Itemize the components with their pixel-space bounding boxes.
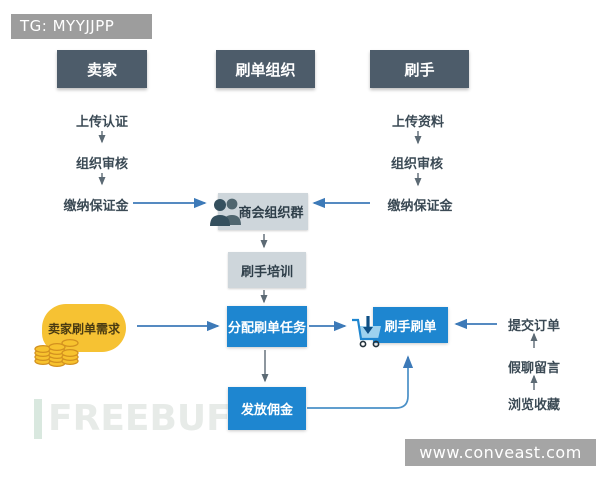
tg-watermark: TG: MYYJJPP	[11, 14, 152, 39]
node-seller: 卖家	[57, 50, 147, 88]
coins-icon	[34, 338, 79, 368]
arrow-commission-to-brushing	[307, 355, 414, 409]
order-step-submit: 提交订单	[507, 319, 561, 334]
node-pay-commission: 发放佣金	[228, 387, 306, 430]
seller-step-upload-cert: 上传认证	[75, 115, 129, 130]
node-organization: 刷单组织	[216, 50, 315, 88]
people-group-icon	[210, 198, 241, 226]
node-brushing-order: 刷手刷单	[373, 307, 448, 343]
order-step-browse-favorite: 浏览收藏	[507, 398, 561, 413]
brusher-step-deposit: 缴纳保证金	[387, 199, 453, 214]
shopping-cart-icon	[352, 316, 381, 348]
brusher-step-org-review: 组织审核	[390, 157, 444, 172]
freebuf-logo: FREEBUF	[34, 398, 231, 439]
freebuf-logo-bar	[34, 398, 42, 439]
seller-step-org-review: 组织审核	[75, 157, 129, 172]
node-brusher-training: 刷手培训	[228, 252, 306, 288]
brusher-step-upload-info: 上传资料	[391, 115, 445, 130]
site-watermark: www.conveast.com	[405, 439, 596, 466]
seller-step-deposit: 缴纳保证金	[63, 199, 129, 214]
node-brusher: 刷手	[370, 50, 469, 88]
node-assign-task: 分配刷单任务	[227, 306, 307, 347]
order-step-fake-chat: 假聊留言	[507, 361, 561, 376]
freebuf-logo-text: FREEBUF	[48, 398, 231, 439]
